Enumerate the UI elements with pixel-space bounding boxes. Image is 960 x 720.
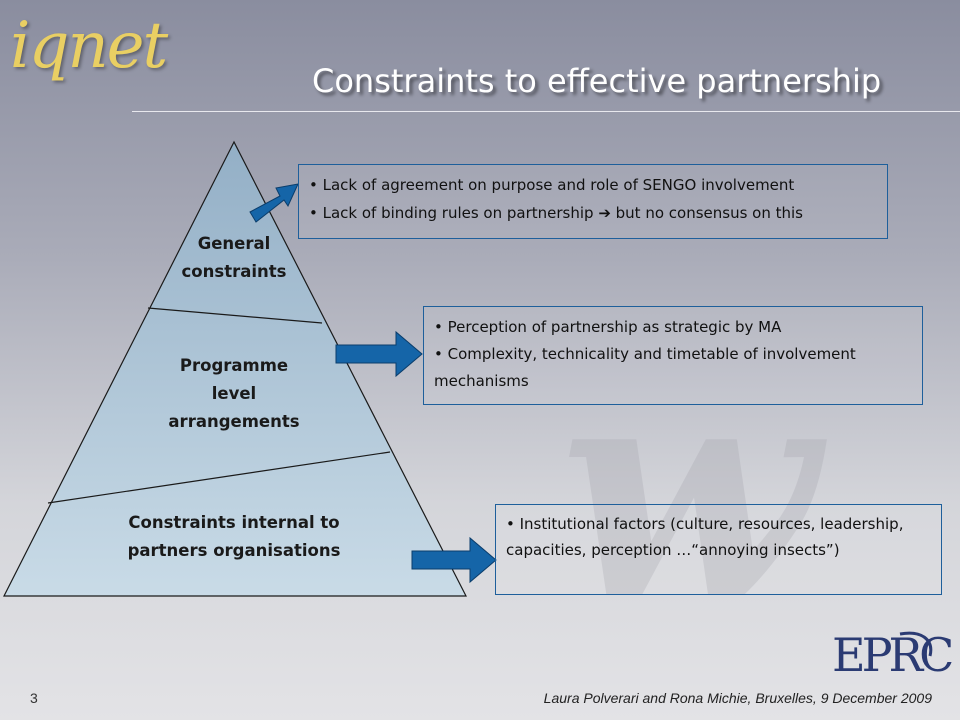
programme-level-box: • Perception of partnership as strategic… [423,306,923,405]
slide-title: Constraints to effective partnership [312,62,882,100]
pyramid-level-internal: Constraints internal to partners organis… [94,509,374,565]
iqnet-logo: iqnet [10,9,168,83]
bullet-item: • Complexity, technicality and timetable… [434,345,856,390]
bullet-item: • Perception of partnership as strategic… [434,318,782,336]
level-label-line: arrangements [168,412,300,431]
level-label-line: constraints [181,262,287,281]
footer-credit: Laura Polverari and Rona Michie, Bruxell… [543,690,932,706]
slide-number: 3 [30,690,38,706]
arrow-programme-icon [335,330,423,378]
pyramid-level-programme: Programme level arrangements [144,352,324,436]
level-label-line: Programme [179,356,289,375]
level-label-line: General [197,234,271,253]
internal-constraints-box: • Institutional factors (culture, resour… [495,504,942,595]
title-divider [132,111,960,112]
pyramid-shape [3,140,467,597]
level-label-line: Constraints internal to [128,513,340,532]
bullet-item: • Institutional factors (culture, resour… [506,515,904,559]
eprc-arc-graphic [899,631,933,657]
level-label-line: level [211,384,257,403]
bullet-item: • Lack of agreement on purpose and role … [309,176,795,194]
arrow-internal-icon [411,536,497,584]
arrow-general-icon [249,183,299,223]
iq-watermark-graphic: w [560,313,819,666]
general-constraints-box: • Lack of agreement on purpose and role … [298,164,888,239]
pyramid-divider-1 [147,307,323,324]
pyramid-divider-2 [47,451,391,504]
level-label-line: partners organisations [127,541,341,560]
eprc-logo: EPRC [832,628,954,682]
bullet-item: • Lack of binding rules on partnership ➔… [309,204,803,222]
pyramid-level-general: General constraints [154,230,314,286]
